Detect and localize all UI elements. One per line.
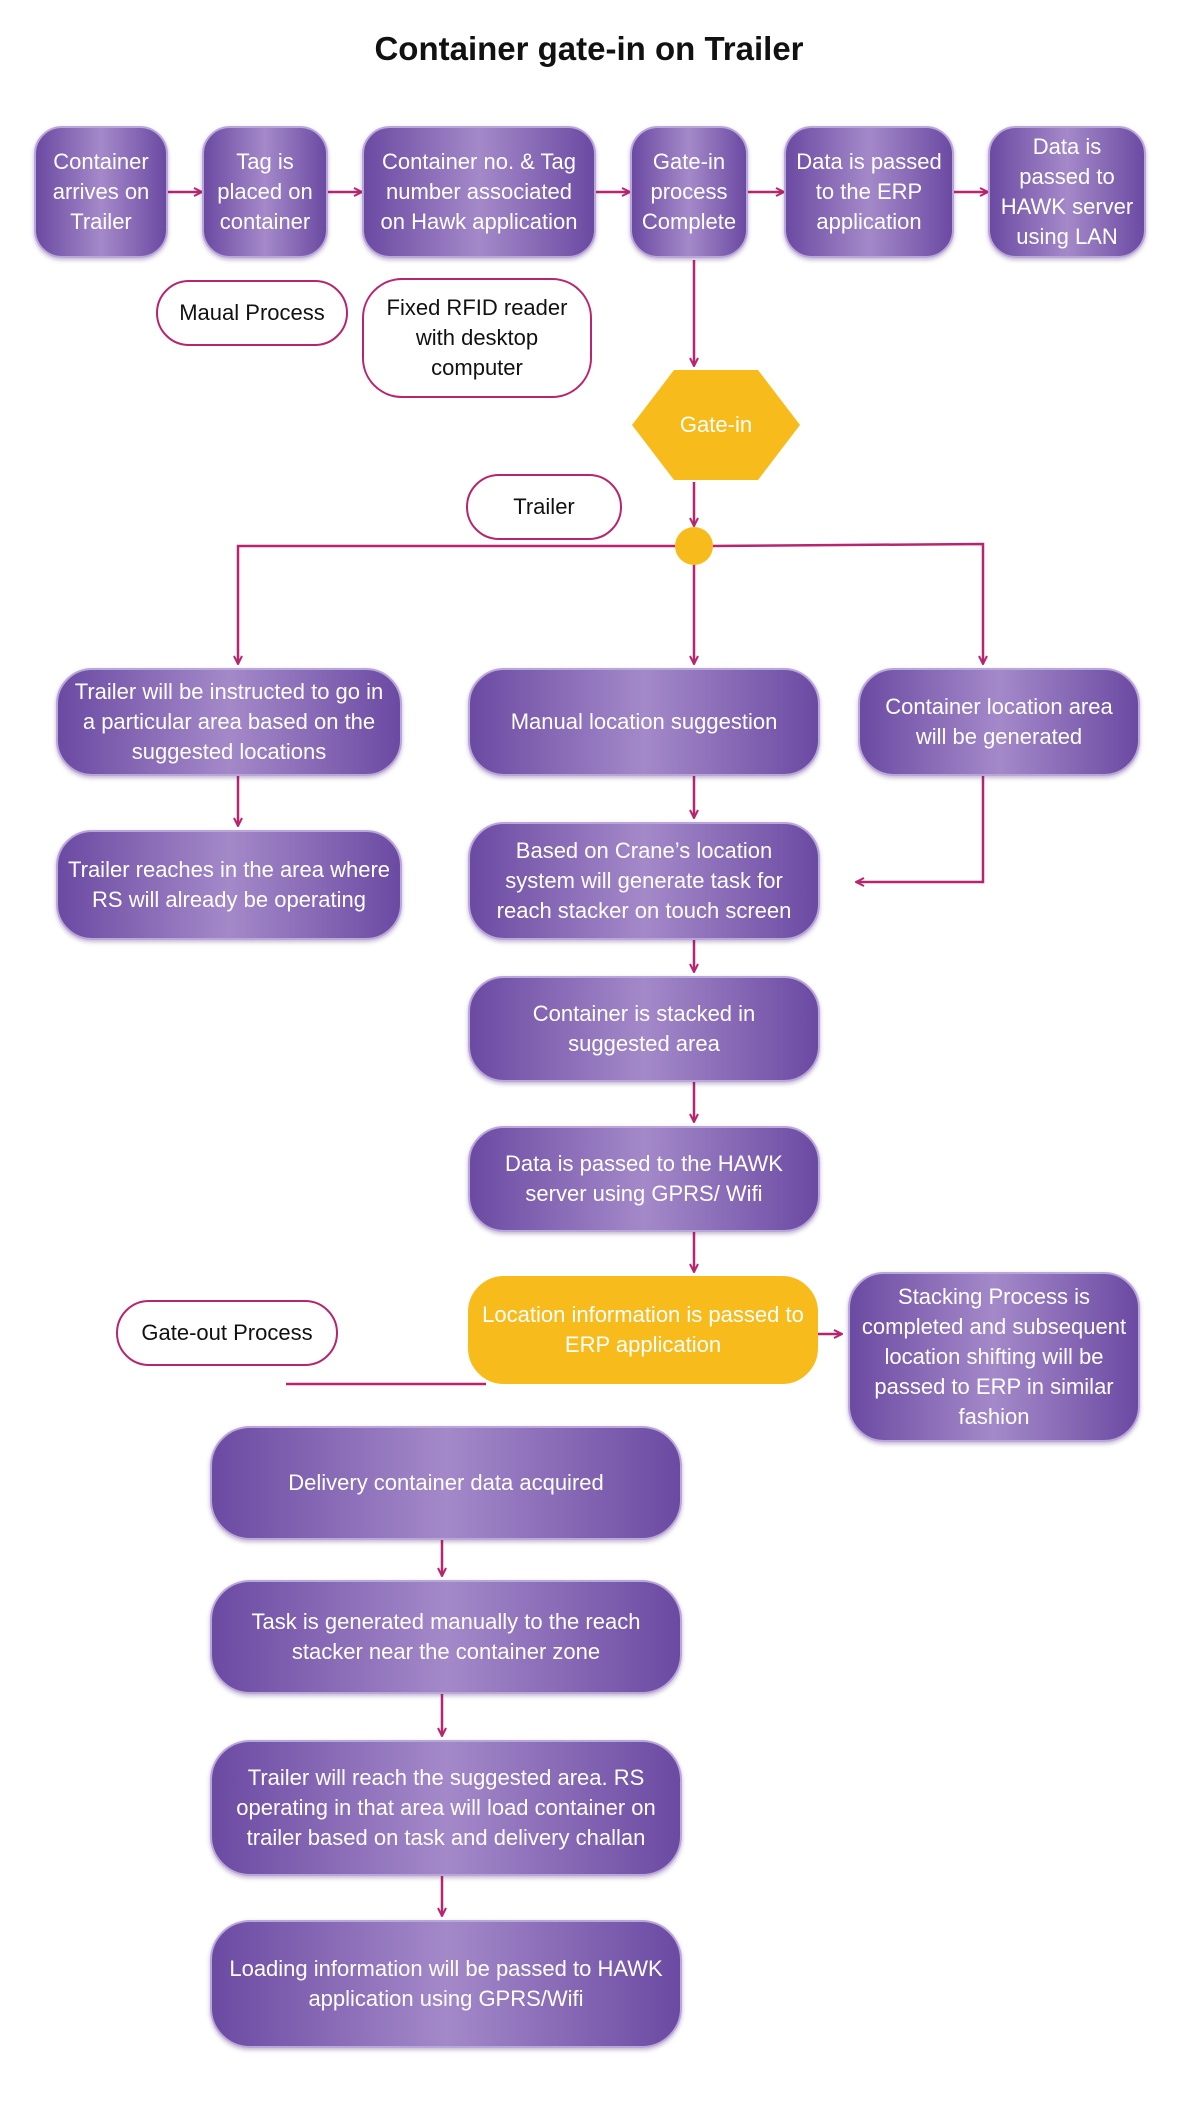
note-label: Trailer	[513, 494, 575, 519]
node-trailer-reaches: Trailer reaches in the area where RS wil…	[56, 830, 402, 940]
node-label: Manual location suggestion	[510, 709, 778, 734]
note-trailer: Trailer	[466, 474, 622, 540]
node-label: Stacking Process is completed and subseq…	[861, 1284, 1127, 1429]
note-label: Fixed RFID reader with desktop computer	[386, 295, 568, 380]
node-label: Data is passed to the ERP application	[796, 149, 942, 234]
node-data-to-hawk-lan: Data is passed to HAWK server using LAN	[988, 126, 1146, 258]
node-label: Delivery container data acquired	[288, 1470, 604, 1495]
node-loading-info: Loading information will be passed to HA…	[210, 1920, 682, 2048]
node-container-tag-associated: Container no. & Tag number associated on…	[362, 126, 596, 258]
node-label: Container is stacked in suggested area	[532, 1001, 756, 1056]
note-manual-process: Maual Process	[156, 280, 348, 346]
hexagon-label: Gate-in	[679, 412, 753, 437]
node-container-arrives: Container arrives on Trailer	[34, 126, 168, 258]
note-fixed-rfid: Fixed RFID reader with desktop computer	[362, 278, 592, 398]
node-data-to-hawk-gprs: Data is passed to the HAWK server using …	[468, 1126, 820, 1232]
node-label: Location information is passed to ERP ap…	[482, 1302, 804, 1357]
node-stacking-complete: Stacking Process is completed and subseq…	[848, 1272, 1140, 1442]
node-label: Container location area will be generate…	[885, 694, 1113, 749]
node-gate-in-complete: Gate-in process Complete	[630, 126, 748, 258]
note-gate-out-process: Gate-out Process	[116, 1300, 338, 1366]
node-crane-task: Based on Crane’s location system will ge…	[468, 822, 820, 940]
gate-in-hexagon: Gate-in	[632, 370, 800, 480]
node-location-to-erp: Location information is passed to ERP ap…	[468, 1276, 818, 1384]
node-delivery-acquired: Delivery container data acquired	[210, 1426, 682, 1540]
diagram-title: Container gate-in on Trailer	[374, 30, 804, 67]
node-label: Task is generated manually to the reach …	[251, 1609, 641, 1664]
junction-dot	[675, 527, 713, 565]
node-tag-placed: Tag is placed on container	[202, 126, 328, 258]
node-label: Container no. & Tag number associated on…	[380, 149, 578, 234]
note-label: Gate-out Process	[141, 1320, 313, 1345]
node-label: Gate-in process Complete	[641, 149, 737, 234]
arrow-junction-to-right-branch	[709, 542, 983, 664]
arrow-location-generated-to-crane	[856, 776, 985, 882]
node-label: Tag is placed on container	[217, 149, 313, 234]
node-container-stacked: Container is stacked in suggested area	[468, 976, 820, 1082]
node-label: Data is passed to the HAWK server using …	[505, 1151, 783, 1206]
node-label: Trailer will be instructed to go in a pa…	[74, 679, 384, 764]
node-manual-location: Manual location suggestion	[468, 668, 820, 776]
node-label: Based on Crane’s location system will ge…	[496, 838, 792, 923]
arrow-junction-to-left-branch	[238, 544, 678, 664]
node-task-manual: Task is generated manually to the reach …	[210, 1580, 682, 1694]
node-label: Container arrives on Trailer	[52, 149, 150, 234]
node-trailer-instructed: Trailer will be instructed to go in a pa…	[56, 668, 402, 776]
node-label: Loading information will be passed to HA…	[229, 1956, 663, 2011]
node-label: Trailer will reach the suggested area. R…	[236, 1765, 656, 1850]
node-data-to-erp: Data is passed to the ERP application	[784, 126, 954, 258]
node-container-location-generated: Container location area will be generate…	[858, 668, 1140, 776]
node-label: Trailer reaches in the area where RS wil…	[68, 857, 391, 912]
node-trailer-reach-suggested: Trailer will reach the suggested area. R…	[210, 1740, 682, 1876]
note-label: Maual Process	[179, 300, 325, 325]
node-label: Data is passed to HAWK server using LAN	[1000, 134, 1134, 249]
